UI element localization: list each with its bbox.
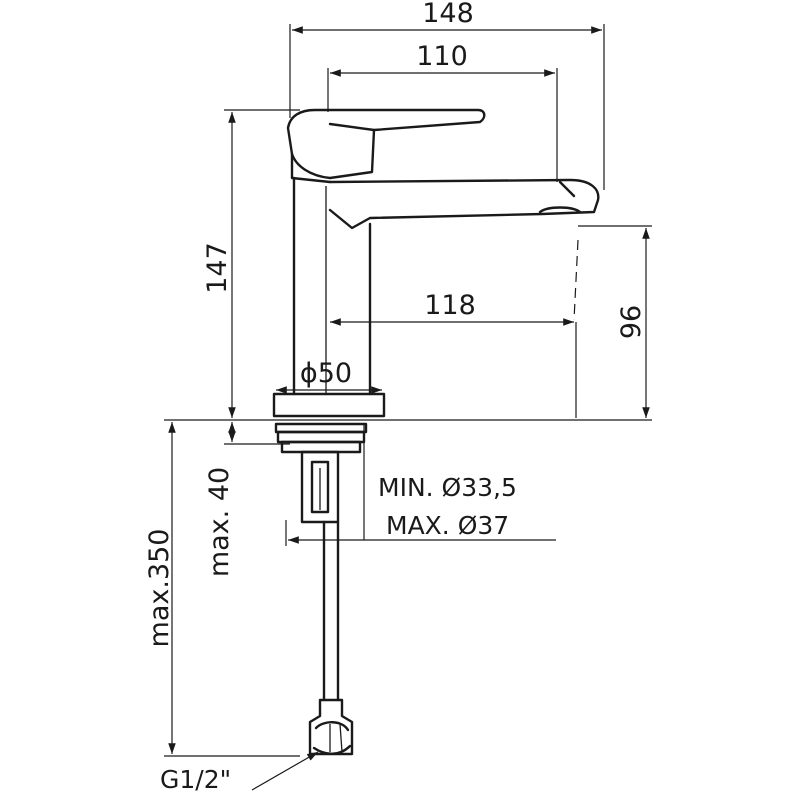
dimension-labels: 148 110 118 ϕ50 147 96 max. 40 max.350 M…	[144, 0, 647, 794]
dim-lever-width: 110	[416, 41, 468, 72]
hose-connector	[308, 698, 354, 756]
dimension-lines	[168, 26, 650, 791]
dim-hose-length: max.350	[144, 529, 175, 648]
threaded-shank	[300, 450, 340, 524]
dim-connection: G1/2"	[160, 765, 231, 794]
lever-handle	[286, 108, 486, 180]
base-ring	[272, 392, 386, 418]
dim-overall-width: 148	[422, 0, 474, 29]
extension-lines	[164, 24, 652, 757]
dim-hole-max: MAX. Ø37	[386, 511, 509, 540]
faucet-body	[292, 176, 372, 396]
faucet-outline	[272, 108, 600, 756]
spout	[328, 178, 600, 230]
flexible-hose	[322, 520, 340, 702]
dim-total-height: 147	[202, 242, 233, 294]
dim-spout-reach: 118	[424, 290, 476, 321]
dim-max-deck-thickness: max. 40	[204, 467, 235, 577]
dim-spout-height: 96	[616, 305, 647, 339]
dim-hole-min: MIN. Ø33,5	[378, 473, 517, 502]
dim-base-diameter: ϕ50	[300, 358, 352, 389]
